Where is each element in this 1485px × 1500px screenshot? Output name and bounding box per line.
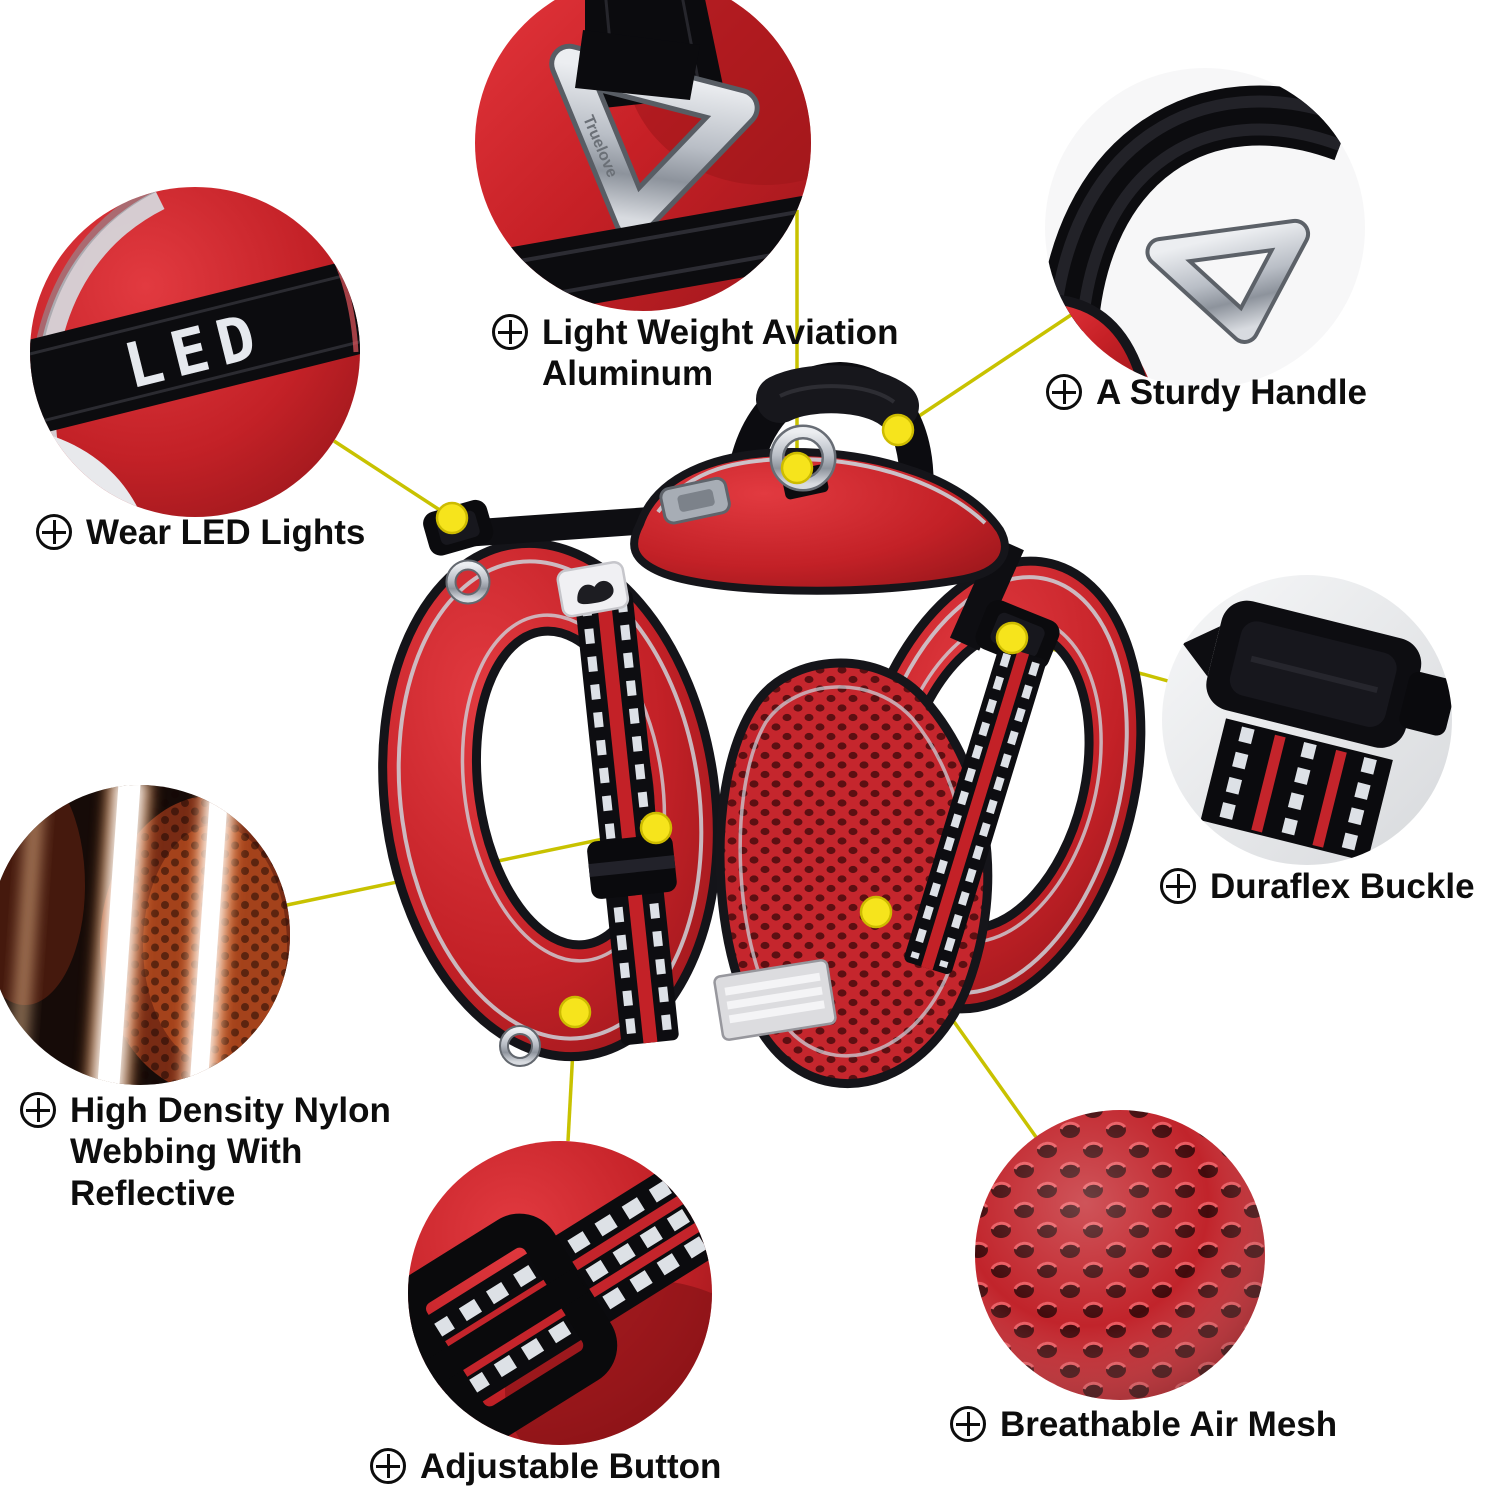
plus-icon	[36, 514, 72, 550]
feature-label-led: Wear LED Lights	[36, 512, 365, 553]
front-webbing-strap	[574, 590, 679, 1046]
buckle-detail-photo	[1162, 575, 1452, 865]
feature-label-buckle: Duraflex Buckle	[1160, 866, 1475, 907]
feature-label-handle: A Sturdy Handle	[1046, 372, 1367, 413]
feature-label-text: Aluminum	[542, 354, 714, 394]
feature-label-text: Wear LED Lights	[86, 513, 366, 552]
callout-dot-adjust	[558, 995, 592, 1029]
feature-label-text: Reflective	[70, 1173, 236, 1213]
feature-label-aluminum: Light Weight Aviation Aluminum	[492, 312, 898, 395]
callout-line-handle	[897, 313, 1072, 432]
callout-line-led	[333, 439, 453, 520]
feature-label-mesh: Breathable Air Mesh	[950, 1404, 1337, 1445]
saddle-buckle	[659, 476, 731, 525]
feature-label-text: High Density Nylon	[70, 1091, 391, 1130]
plus-icon	[1160, 868, 1196, 904]
aluminum-detail-photo: Truelove	[475, 0, 811, 311]
callout-dot-aluminum	[780, 451, 814, 485]
adjuster-detail-photo	[408, 1141, 712, 1445]
handle-detail-photo	[1045, 68, 1365, 388]
callout-dot-webbing	[639, 811, 673, 845]
callout-dots	[435, 413, 1029, 1029]
callout-dot-led	[435, 501, 469, 535]
feature-label-webbing: High Density Nylon Webbing With Reflecti…	[20, 1090, 391, 1214]
feature-label-text: Duraflex Buckle	[1210, 867, 1475, 906]
plus-icon	[370, 1448, 406, 1484]
plus-icon	[950, 1406, 986, 1442]
size-label-patch	[713, 959, 837, 1041]
brand-logo-patch	[556, 560, 630, 618]
callout-dot-handle	[881, 413, 915, 447]
reflective-webbing-detail-photo	[0, 785, 290, 1085]
callout-dot-mesh	[859, 895, 893, 929]
side-webbing-strap	[904, 646, 1046, 975]
plus-icon	[492, 314, 528, 350]
feature-label-text: Webbing With	[70, 1132, 303, 1172]
feature-label-text: Breathable Air Mesh	[1000, 1405, 1338, 1444]
feature-label-text: A Sturdy Handle	[1096, 373, 1367, 412]
feature-label-adjust: Adjustable Button	[370, 1446, 721, 1487]
plus-icon	[20, 1092, 56, 1128]
led-detail-photo: LED	[30, 187, 360, 517]
plus-icon	[1046, 374, 1082, 410]
handle-triangle-ring	[1145, 218, 1311, 344]
callout-dot-buckle	[995, 621, 1029, 655]
feature-label-text: Light Weight Aviation	[542, 313, 899, 352]
mesh-detail-photo	[975, 1110, 1265, 1400]
harness-product-photo	[378, 361, 1146, 1088]
feature-label-text: Adjustable Button	[420, 1447, 722, 1486]
